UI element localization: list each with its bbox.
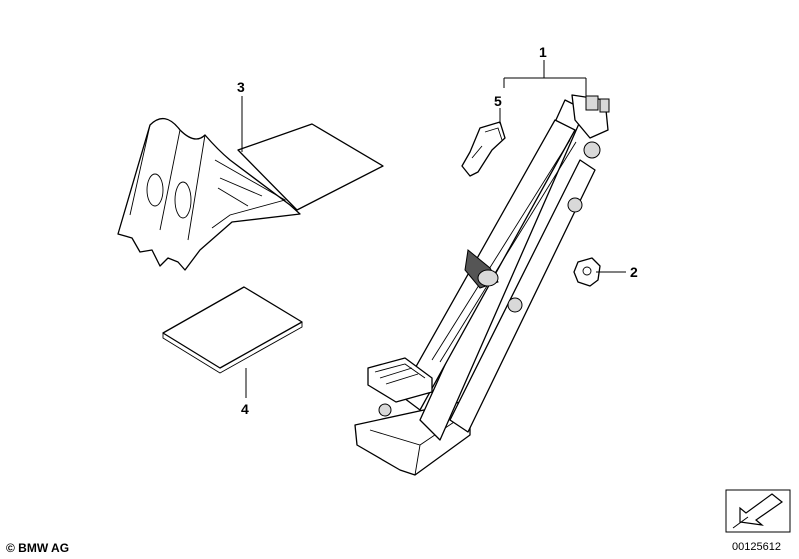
callout-2: 2	[630, 264, 638, 280]
arrow-direction-icon	[725, 489, 791, 533]
clip-part	[461, 121, 506, 177]
instruction-sheet-part	[162, 286, 303, 374]
copyright-text: © BMW AG	[6, 541, 70, 555]
callout-lines	[241, 60, 626, 398]
wing-nut-part	[573, 257, 601, 287]
callout-5: 5	[494, 93, 502, 109]
callout-4: 4	[241, 401, 249, 417]
callout-3: 3	[237, 79, 245, 95]
wheel-chock-part	[117, 118, 384, 271]
document-number: 00125612	[732, 541, 781, 553]
scissor-jack-part	[354, 94, 610, 476]
callout-1: 1	[539, 44, 547, 60]
